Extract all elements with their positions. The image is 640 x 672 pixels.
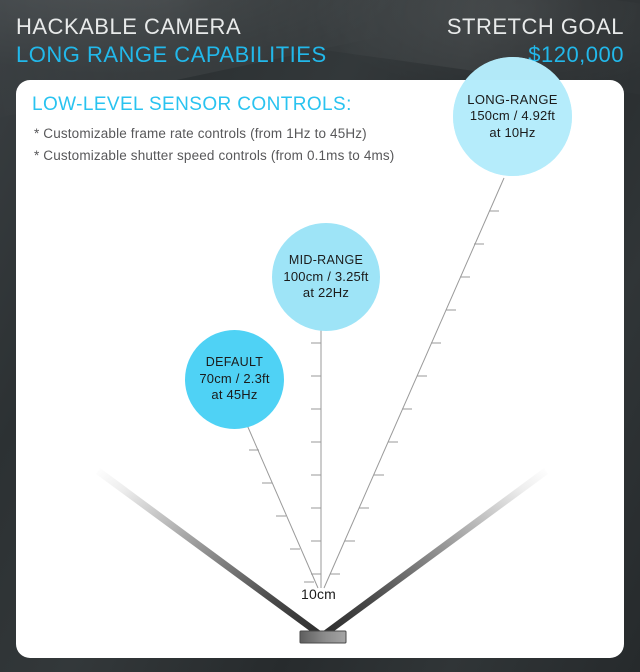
header-subtitle: LONG RANGE CAPABILITIES <box>16 42 327 67</box>
bubble-mid-range[interactable]: MID-RANGE 100cm / 3.25ft at 22Hz <box>272 223 380 331</box>
bubble-long-range[interactable]: LONG-RANGE 150cm / 4.92ft at 10Hz <box>453 57 572 176</box>
bubble-long-range-title: LONG-RANGE <box>467 92 558 108</box>
bubble-default-title: DEFAULT <box>205 355 264 370</box>
card-title: LOW-LEVEL SENSOR CONTROLS: <box>32 94 352 115</box>
stretch-goal-amount: $120,000 <box>528 42 624 67</box>
bubble-default-rate: at 45Hz <box>211 387 258 403</box>
bubble-mid-range-title: MID-RANGE <box>288 252 364 267</box>
sensor-distance-label: 10cm <box>301 586 337 602</box>
stretch-goal-label: STRETCH GOAL <box>446 14 624 39</box>
bubble-default[interactable]: DEFAULT 70cm / 2.3ft at 45Hz <box>185 330 284 429</box>
bullet-frame-rate: * Customizable frame rate controls (from… <box>34 126 367 141</box>
bullet-shutter-speed: * Customizable shutter speed controls (f… <box>34 148 395 163</box>
bubble-mid-range-rate: at 22Hz <box>302 284 350 300</box>
header-title: HACKABLE CAMERA <box>16 14 242 39</box>
bubble-long-range-distance: 150cm / 4.92ft <box>469 108 556 124</box>
bubble-mid-range-distance: 100cm / 3.25ft <box>283 268 369 284</box>
bubble-long-range-rate: at 10Hz <box>489 124 536 140</box>
bubble-default-distance: 70cm / 2.3ft <box>199 371 270 387</box>
